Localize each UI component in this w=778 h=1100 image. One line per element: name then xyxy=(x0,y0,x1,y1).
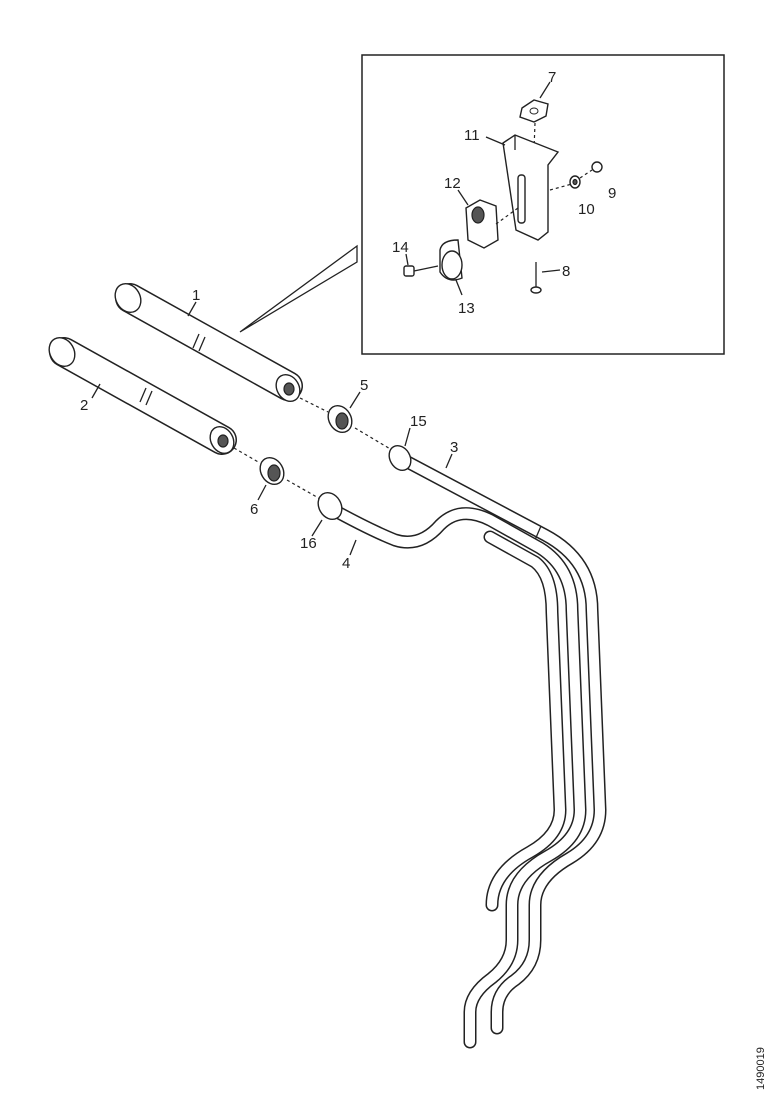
leader-6 xyxy=(257,484,267,501)
leader-4 xyxy=(349,539,357,556)
callout-9: 9 xyxy=(608,185,616,202)
pipe-parallel-segment xyxy=(483,530,567,912)
pipe-4 xyxy=(317,491,587,1049)
callout-10: 10 xyxy=(578,201,595,218)
callout-16: 16 xyxy=(300,535,317,552)
bolt-14 xyxy=(403,265,439,277)
leader-12 xyxy=(457,189,469,206)
callout-5: 5 xyxy=(360,377,368,394)
leader-14 xyxy=(405,253,409,266)
washer-10 xyxy=(569,175,581,189)
hose-1 xyxy=(114,282,303,403)
adapter-6 xyxy=(233,447,323,501)
callout-4: 4 xyxy=(342,555,350,572)
detail-pointer xyxy=(239,244,358,333)
clamp-12 xyxy=(465,199,499,249)
figure-code: 1490019 xyxy=(755,1047,767,1090)
leader-16 xyxy=(311,519,323,537)
callout-15: 15 xyxy=(410,413,427,430)
callout-6: 6 xyxy=(250,501,258,518)
leader-1 xyxy=(187,301,197,317)
leader-5 xyxy=(349,391,361,409)
callout-1: 1 xyxy=(192,287,200,304)
pipe-3 xyxy=(388,444,607,1035)
callout-2: 2 xyxy=(80,397,88,414)
callout-12: 12 xyxy=(444,175,461,192)
detail-inset-frame xyxy=(361,54,725,355)
leader-11 xyxy=(485,136,506,146)
bolt-8 xyxy=(530,262,542,294)
callout-14: 14 xyxy=(392,239,409,256)
bracket-11 xyxy=(502,134,560,241)
leader-15 xyxy=(404,427,411,447)
callout-13: 13 xyxy=(458,300,475,317)
leader-8 xyxy=(541,269,561,273)
nut-9 xyxy=(591,161,603,173)
callout-7: 7 xyxy=(548,69,556,86)
leader-3 xyxy=(445,453,453,469)
leader-2 xyxy=(91,383,101,399)
hose-2 xyxy=(48,336,237,455)
callout-8: 8 xyxy=(562,263,570,280)
leader-7 xyxy=(539,81,551,99)
nut-7 xyxy=(519,99,549,123)
leader-13 xyxy=(455,279,463,296)
adapter-5 xyxy=(299,397,393,451)
callout-11: 11 xyxy=(464,127,480,144)
clamp-13 xyxy=(439,239,463,281)
callout-3: 3 xyxy=(450,439,458,456)
